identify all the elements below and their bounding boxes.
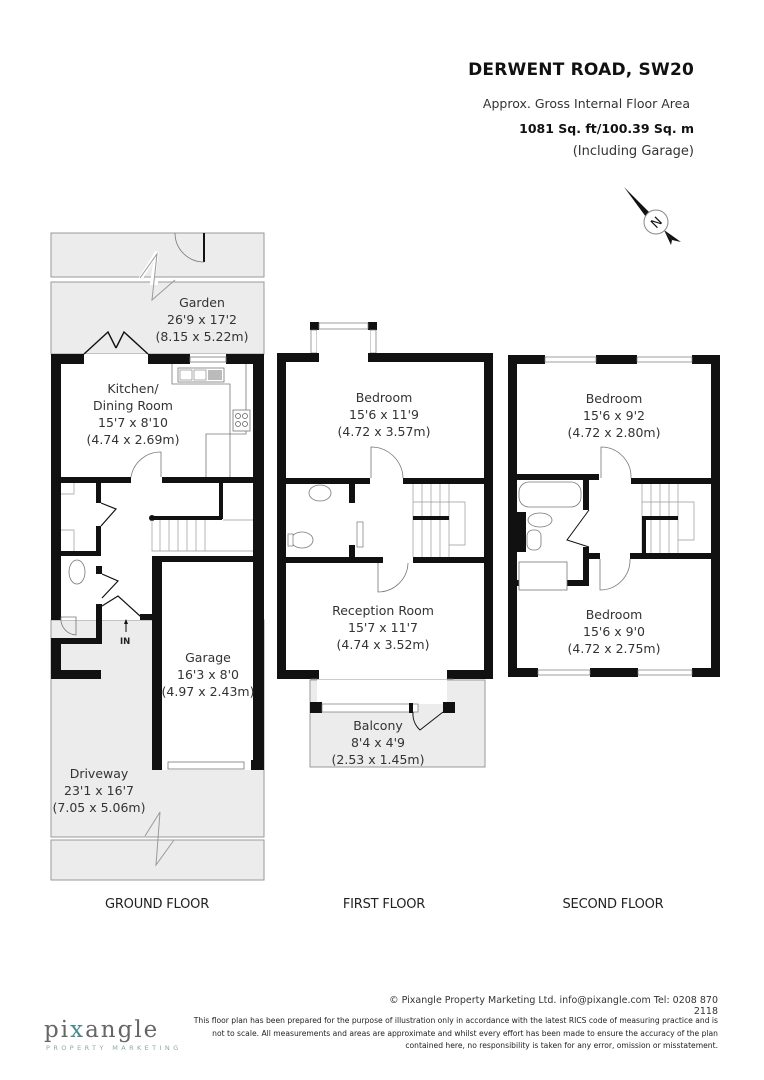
floor-label-first: FIRST FLOOR: [342, 897, 426, 912]
room-label-second-bedroom-2: Bedroom 15'6 x 9'0 (4.72 x 2.75m): [567, 607, 661, 656]
floor-label-ground: GROUND FLOOR: [104, 897, 210, 912]
room-label-balcony: Balcony 8'4 x 4'9 (2.53 x 1.45m): [331, 718, 425, 767]
floor-area-note: (Including Garage): [572, 144, 694, 159]
room-label-garden: Garden 26'9 x 17'2 (8.15 x 5.22m): [155, 295, 249, 344]
room-label-reception-room: Reception Room 15'7 x 11'7 (4.74 x 3.52m…: [332, 603, 434, 652]
entrance-label: IN: [120, 637, 131, 647]
floor-area-caption: Approx. Gross Internal Floor Area: [482, 96, 690, 111]
disclaimer: This floor plan has been prepared for th…: [193, 1016, 718, 1050]
floor-area-value: 1081 Sq. ft/100.39 Sq. m: [519, 121, 694, 136]
room-label-kitchen-dining: Kitchen/ Dining Room 15'7 x 8'10 (4.74 x…: [86, 381, 180, 447]
floor-label-second: SECOND FLOOR: [562, 897, 664, 912]
first-floor-plan: [277, 322, 493, 768]
room-label-second-bedroom-1: Bedroom 15'6 x 9'2 (4.72 x 2.80m): [567, 391, 661, 440]
pixangle-logo: pixangle: [44, 1017, 160, 1043]
copyright-notice: © Pixangle Property Marketing Ltd. info@…: [389, 995, 718, 1017]
room-label-driveway: Driveway 23'1 x 16'7 (7.05 x 5.06m): [52, 766, 146, 815]
logo-tagline: PROPERTY MARKETING: [46, 1044, 182, 1052]
room-label-garage: Garage 16'3 x 8'0 (4.97 x 2.43m): [161, 650, 255, 699]
property-title: DERWENT ROAD, SW20: [468, 60, 694, 80]
second-floor-plan: [508, 355, 720, 677]
north-arrow-icon: N: [624, 187, 681, 245]
room-label-first-bedroom: Bedroom 15'6 x 11'9 (4.72 x 3.57m): [337, 390, 431, 439]
ground-floor-plan: [50, 232, 265, 881]
